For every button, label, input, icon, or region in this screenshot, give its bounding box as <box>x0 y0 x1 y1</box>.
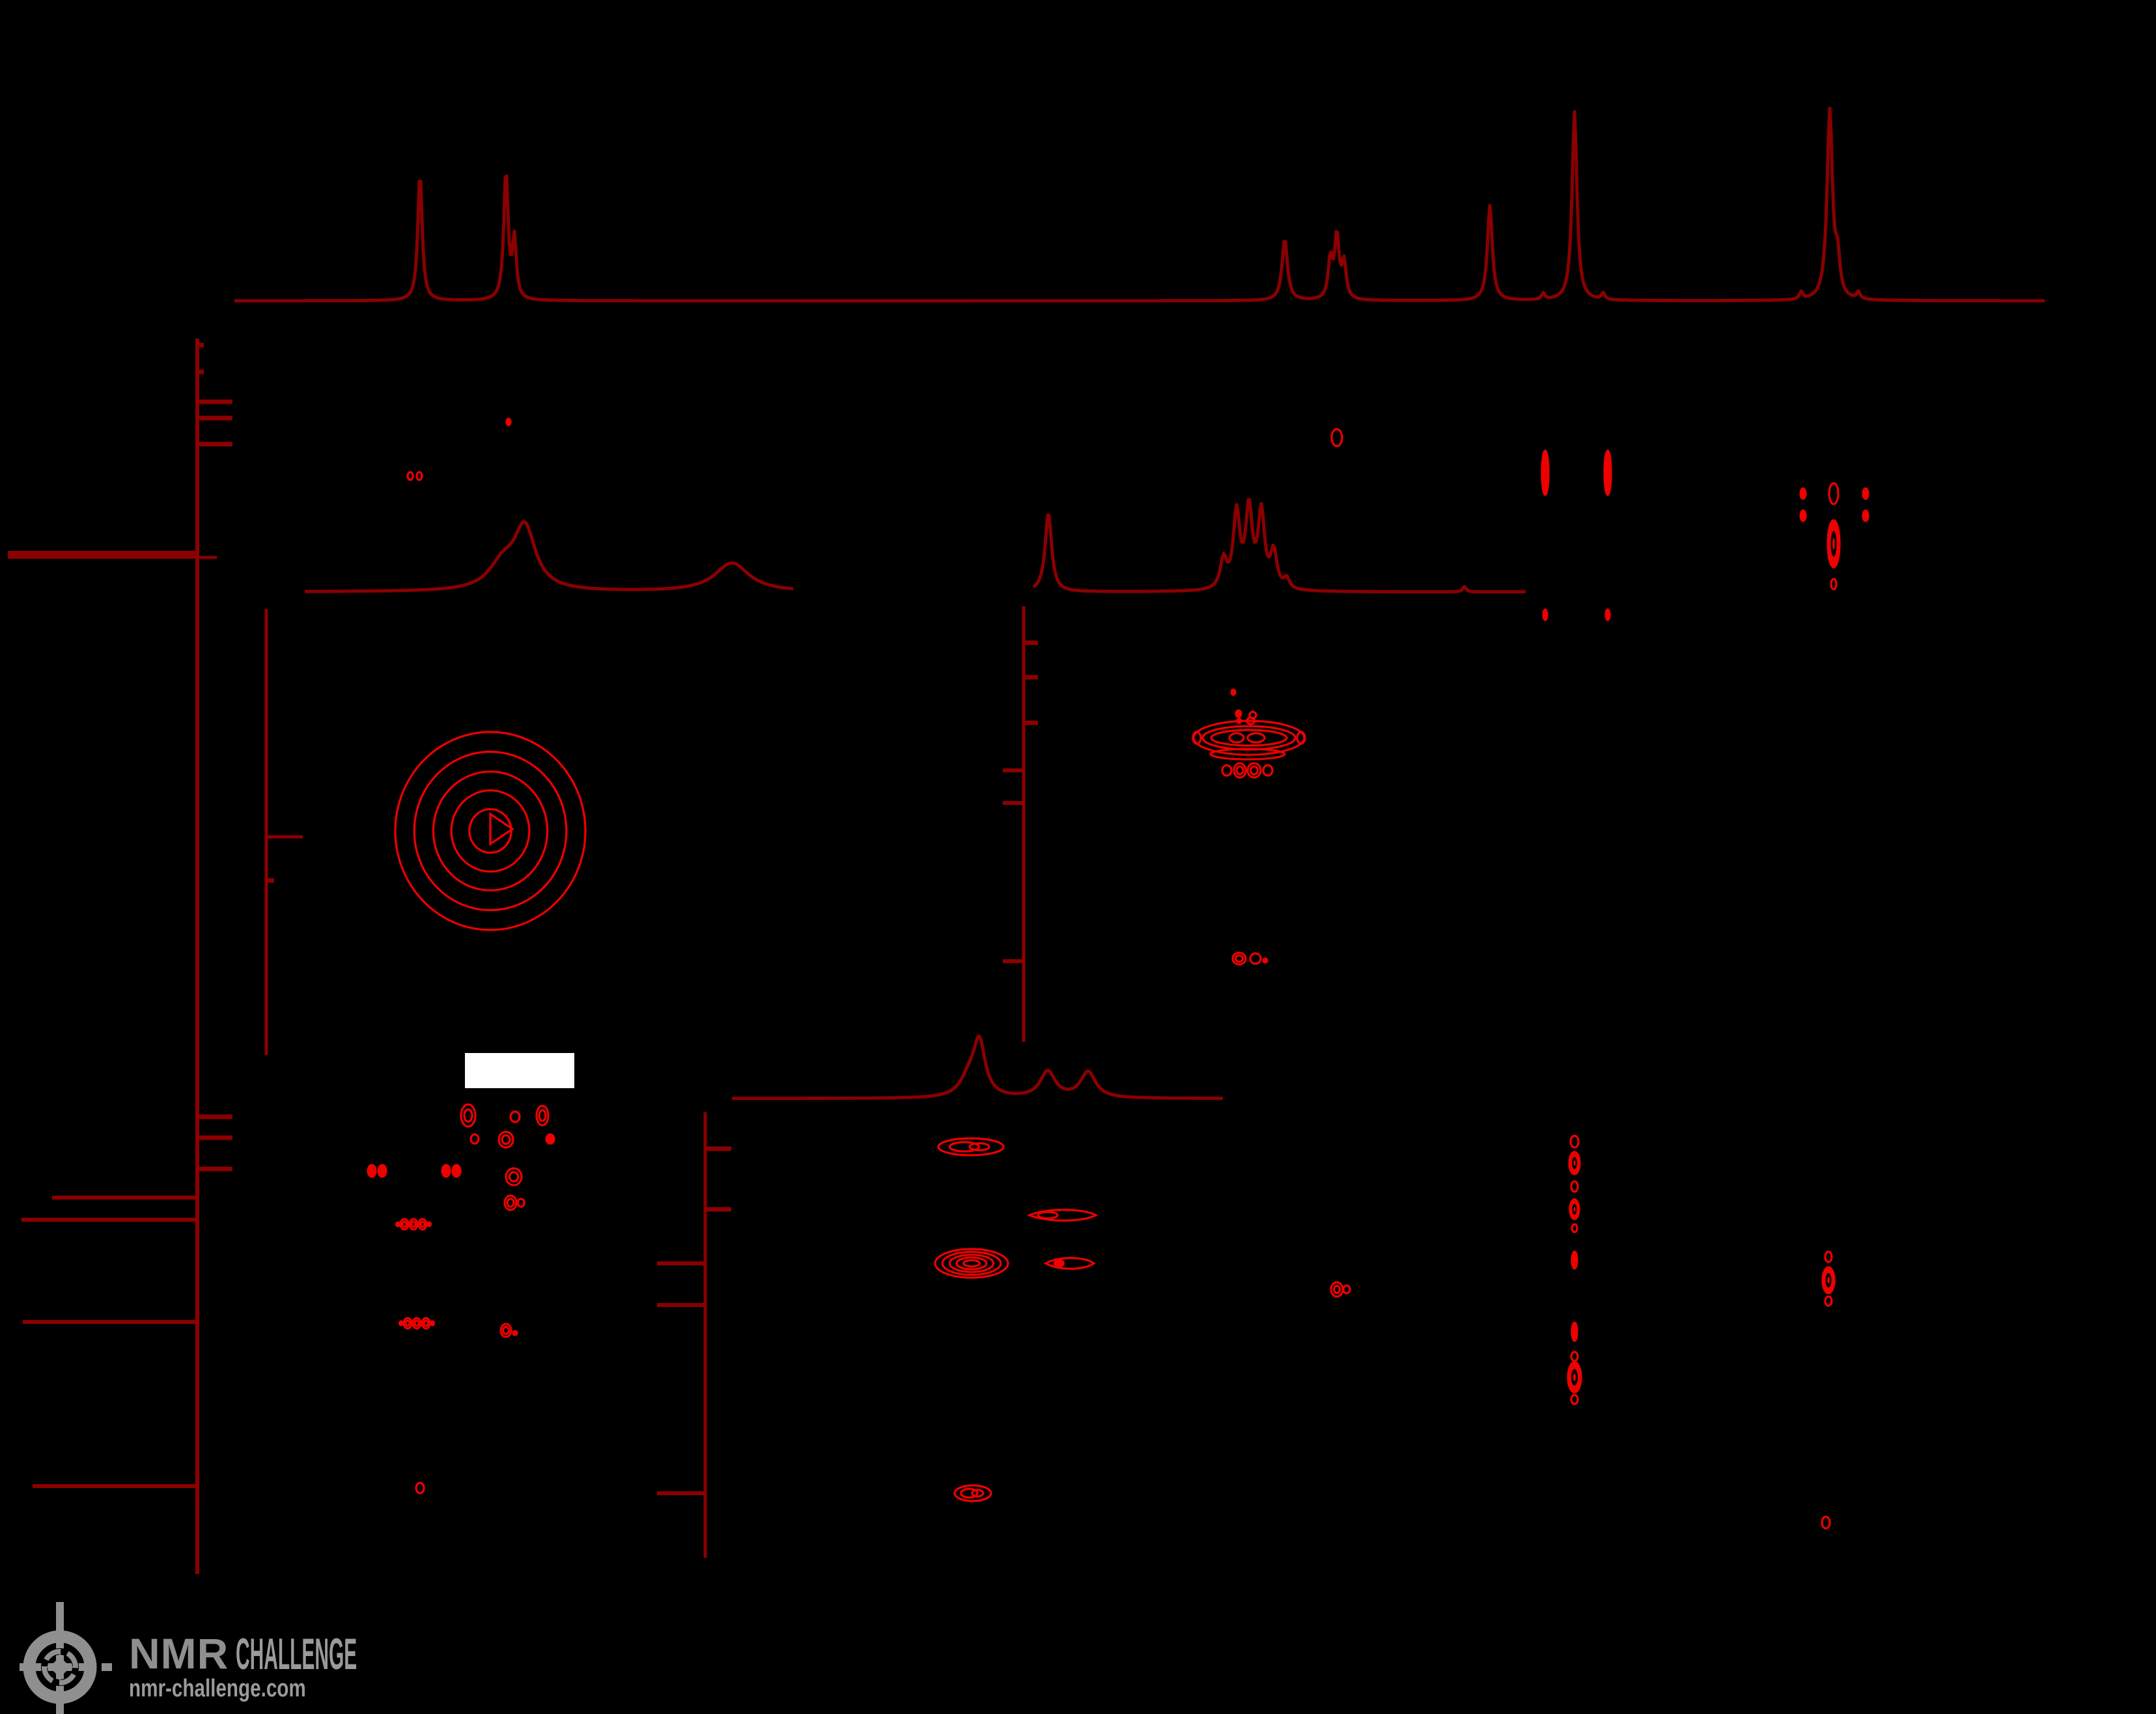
panel-b <box>1003 498 1526 1042</box>
logo-url: nmr-challenge.com <box>129 1675 306 1702</box>
crosshair-target-icon <box>20 1602 112 1714</box>
logo-text-nmr: NMR <box>129 1629 229 1678</box>
nmr-challenge-logo: NMR CHALLENGE nmr-challenge.com <box>0 1589 781 1714</box>
cosy-region <box>367 1053 574 1495</box>
panel-c <box>657 1034 1224 1558</box>
f1-projection-axis <box>8 339 232 1574</box>
top-1h-spectrum <box>234 106 2045 303</box>
logo-text-challenge: CHALLENGE <box>236 1629 357 1679</box>
blanked-solvent-box <box>465 1053 574 1088</box>
panel-a <box>264 520 794 1055</box>
hmbc-main-contours <box>406 417 1869 1530</box>
